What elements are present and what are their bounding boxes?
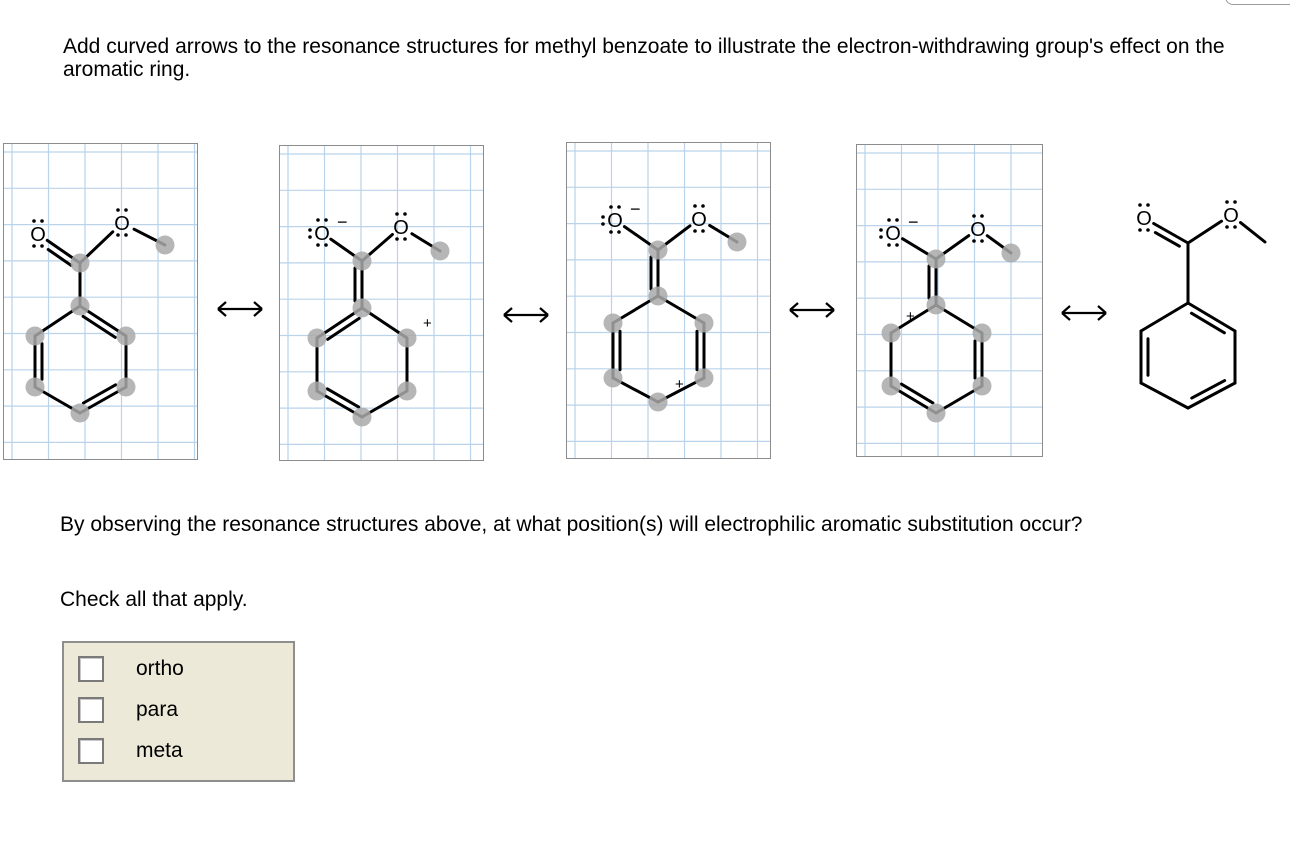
svg-text:+: + (423, 315, 432, 332)
svg-text:O: O (1223, 205, 1239, 227)
svg-text:O: O (885, 223, 901, 245)
svg-text:O: O (691, 209, 707, 231)
question-text: By observing the resonance structures ab… (60, 513, 1083, 536)
molecule-structure-2: O−O+ (307, 212, 450, 427)
prompt-text: Add curved arrows to the resonance struc… (63, 35, 1225, 81)
choice-label: ortho (136, 657, 184, 680)
choice-group: ortho para meta (62, 641, 295, 782)
svg-text:O: O (114, 213, 130, 235)
instruction-text: Check all that apply. (60, 588, 248, 611)
para-checkbox[interactable] (78, 697, 104, 723)
drawing-canvas-4[interactable]: O−O+ (856, 144, 1043, 457)
drawing-canvas-3[interactable]: O−O+ (566, 142, 771, 459)
svg-text:+: + (906, 308, 915, 325)
drawing-canvas-2[interactable]: O−O+ (279, 145, 484, 461)
svg-text:O: O (393, 217, 409, 239)
svg-text:−: − (337, 212, 348, 232)
choice-label: meta (136, 739, 183, 762)
molecule-structure-3: O−O+ (601, 199, 747, 412)
resonance-arrow-4 (1058, 300, 1110, 331)
svg-text:+: + (675, 376, 684, 393)
svg-text:−: − (908, 212, 919, 232)
choice-para[interactable]: para (78, 697, 288, 727)
resonance-arrow-3 (786, 297, 838, 328)
svg-text:O: O (970, 219, 986, 241)
choice-ortho[interactable]: ortho (78, 656, 288, 686)
top-right-tab[interactable] (1225, 0, 1290, 5)
svg-text:O: O (1136, 208, 1152, 230)
meta-checkbox[interactable] (78, 738, 104, 764)
svg-text:O: O (314, 223, 330, 245)
choice-meta[interactable]: meta (78, 738, 288, 768)
grid-background (857, 145, 1042, 456)
svg-text:O: O (607, 210, 623, 232)
resonance-arrow-2 (500, 302, 552, 333)
grid-background (567, 143, 770, 458)
resonance-arrow-1 (214, 296, 266, 327)
ortho-checkbox[interactable] (78, 656, 104, 682)
svg-text:O: O (30, 224, 46, 246)
svg-text:−: − (630, 199, 641, 219)
molecule-structure-4: O−O+ (879, 212, 1021, 423)
choice-label: para (136, 698, 179, 721)
